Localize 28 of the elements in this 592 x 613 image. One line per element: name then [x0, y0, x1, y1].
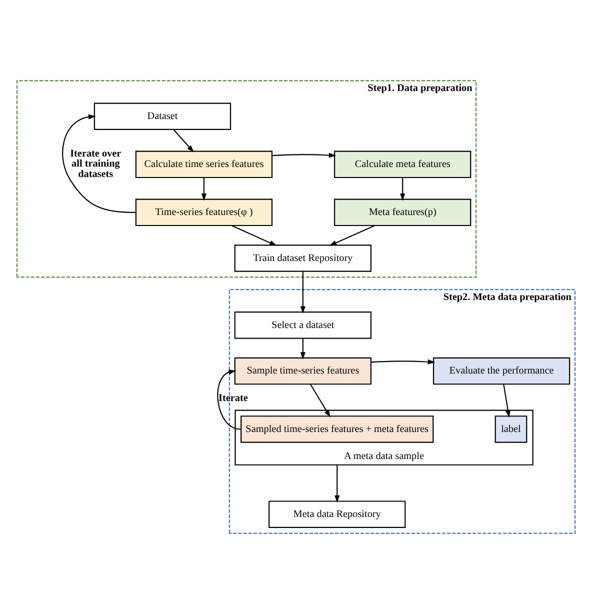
- arrow: [503, 384, 510, 418]
- arrow: [62, 114, 136, 212]
- arrow: [173, 128, 194, 152]
- arrow: [370, 358, 436, 364]
- arrow: [334, 464, 340, 502]
- node-box: Time-series features(φ ): [135, 198, 273, 226]
- arrow: [232, 224, 277, 246]
- arrow: [201, 177, 207, 200]
- node-box: Sampled time-series features + meta features: [240, 415, 434, 442]
- arrow: [400, 177, 406, 200]
- node-box: Calculate meta features: [334, 150, 472, 178]
- arrow: [272, 152, 336, 158]
- arrow: [310, 384, 330, 417]
- arrow: [217, 368, 240, 430]
- node-box: Sample time-series features: [234, 356, 372, 384]
- node-box: Evaluate the performance: [432, 356, 570, 384]
- arrow: [300, 338, 306, 359]
- node-box: Train dataset Repository: [234, 244, 372, 272]
- node-box: Select a dataset: [234, 311, 372, 338]
- edge-label: Iterate over all training datasets: [70, 148, 122, 180]
- arrow: [300, 271, 306, 314]
- node-box: label: [494, 415, 528, 442]
- edge-label: Iterate: [218, 392, 248, 404]
- node-box: Calculate time series features: [135, 150, 273, 178]
- arrow: [329, 224, 375, 246]
- node-box: Meta data Repository: [268, 500, 406, 528]
- node-box: Dataset: [94, 102, 232, 130]
- node-box: Meta features(p): [334, 198, 472, 226]
